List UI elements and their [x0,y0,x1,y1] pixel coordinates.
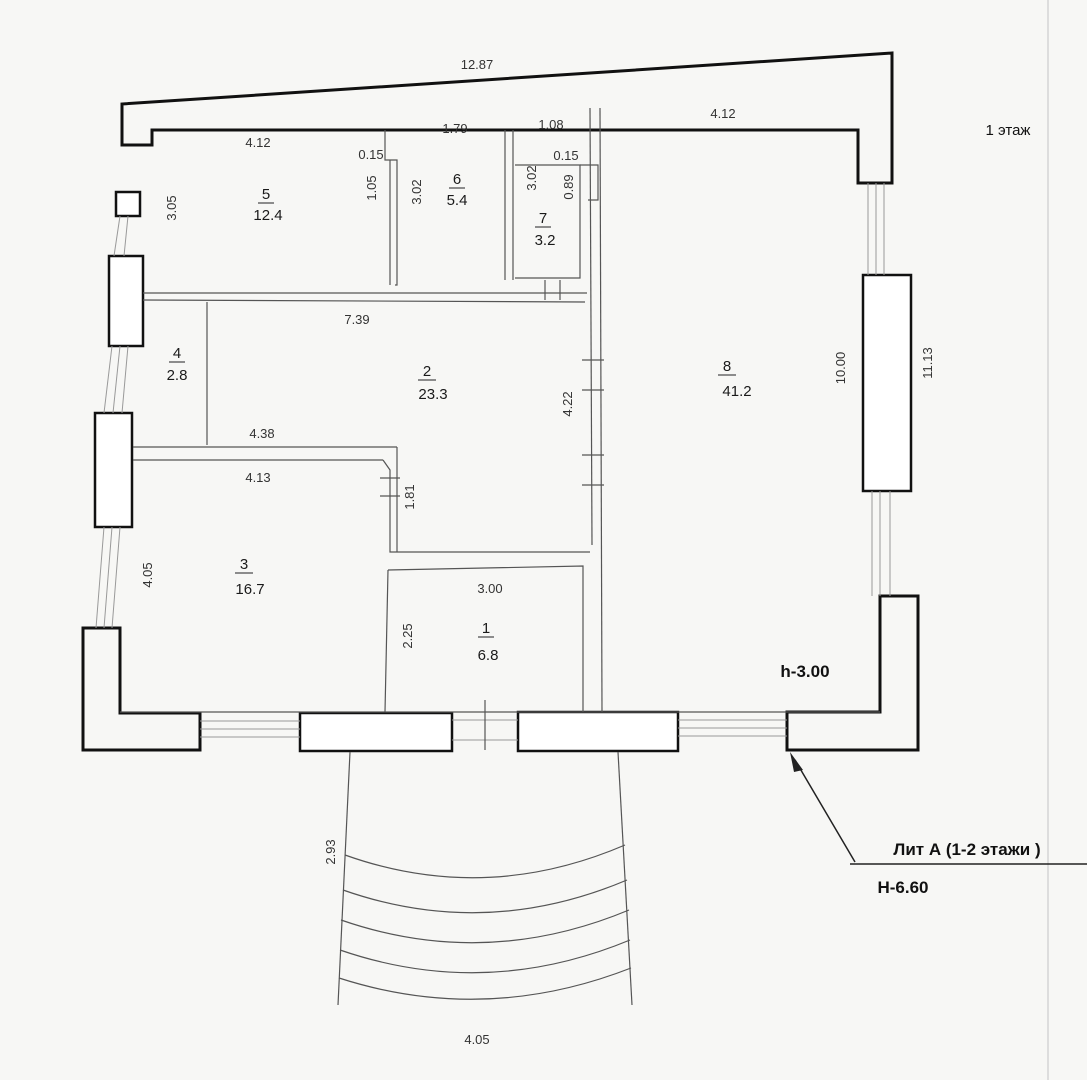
right-wall-window [861,273,913,493]
interior-partitions [120,107,880,713]
dim-stairs-width: 4.05 [464,1032,489,1047]
dim-r5-width: 4.12 [245,135,270,150]
room-number: 3 [240,556,248,573]
left-wall-window-1 [107,254,145,348]
lit-a-label: Лит А (1-2 этажи ) [893,840,1040,859]
room-area: 41.2 [722,383,751,400]
dim-r7-niche: 0.89 [561,174,576,199]
room-number: 8 [723,358,731,375]
room-number: 5 [262,186,270,203]
left-wall-block-small [114,190,142,218]
dim-r2-width: 7.39 [344,312,369,327]
lit-a-leader [790,752,1087,865]
room-number: 4 [173,345,181,362]
ceiling-height-label: h-3.00 [780,662,829,681]
dim-r7-gap: 0.15 [553,148,578,163]
dim-r3-height: 4.05 [140,562,155,587]
dim-r5-gap: 0.15 [358,147,383,162]
dim-r2-height: 4.22 [560,391,575,416]
window-glazing-lines [95,183,891,741]
dim-r6-width: 1.79 [442,121,467,136]
dim-r7-width: 1.08 [538,117,563,132]
dim-r8-width: 4.12 [710,106,735,121]
room-number: 1 [482,620,490,637]
dim-r1-height: 2.25 [400,623,415,648]
room-area: 3.2 [535,232,556,249]
bottom-wall-block-2 [516,710,680,753]
wall-bottom-left [81,626,202,752]
dim-top-total: 12.87 [461,57,494,72]
floor-label: 1 этаж [986,122,1031,139]
dim-stairs-length: 2.93 [323,839,338,864]
room-6-label: 6 5.4 [447,171,468,209]
dim-r2-step: 1.81 [402,484,417,509]
dim-r8-height: 10.00 [833,352,848,385]
room-area: 5.4 [447,192,468,209]
total-height-label: Н-6.60 [877,878,928,897]
room-area: 23.3 [418,386,447,403]
left-wall-window-2 [93,411,134,529]
dim-r6-height: 3.02 [409,179,424,204]
room-8-label: 8 41.2 [718,358,752,400]
room-2-label: 2 23.3 [418,363,448,403]
bottom-wall-block-1 [298,711,454,753]
dim-r1-width: 3.00 [477,581,502,596]
room-area: 6.8 [478,647,499,664]
dim-right-outer: 11.13 [920,347,935,379]
entrance-stairs [337,751,633,1006]
wall-top [120,51,894,185]
room-area: 16.7 [235,581,264,598]
dim-r7-height: 3.02 [524,165,539,190]
room-5-label: 5 12.4 [253,186,282,224]
room-3-label: 3 16.7 [235,556,265,598]
room-1-label: 1 6.8 [478,620,499,664]
dim-r5-height: 3.05 [164,195,179,220]
room-number: 2 [423,363,431,380]
room-area: 12.4 [253,207,282,224]
room-4-label: 4 2.8 [167,345,188,384]
dimension-ticks [380,280,604,750]
room-7-label: 7 3.2 [535,210,556,249]
room-number: 7 [539,210,547,227]
dim-r5-niche: 1.05 [364,175,379,200]
room-number: 6 [453,171,461,188]
room-area: 2.8 [167,367,188,384]
dim-r3-width: 4.13 [245,470,270,485]
dim-r2-lower-width: 4.38 [249,426,274,441]
